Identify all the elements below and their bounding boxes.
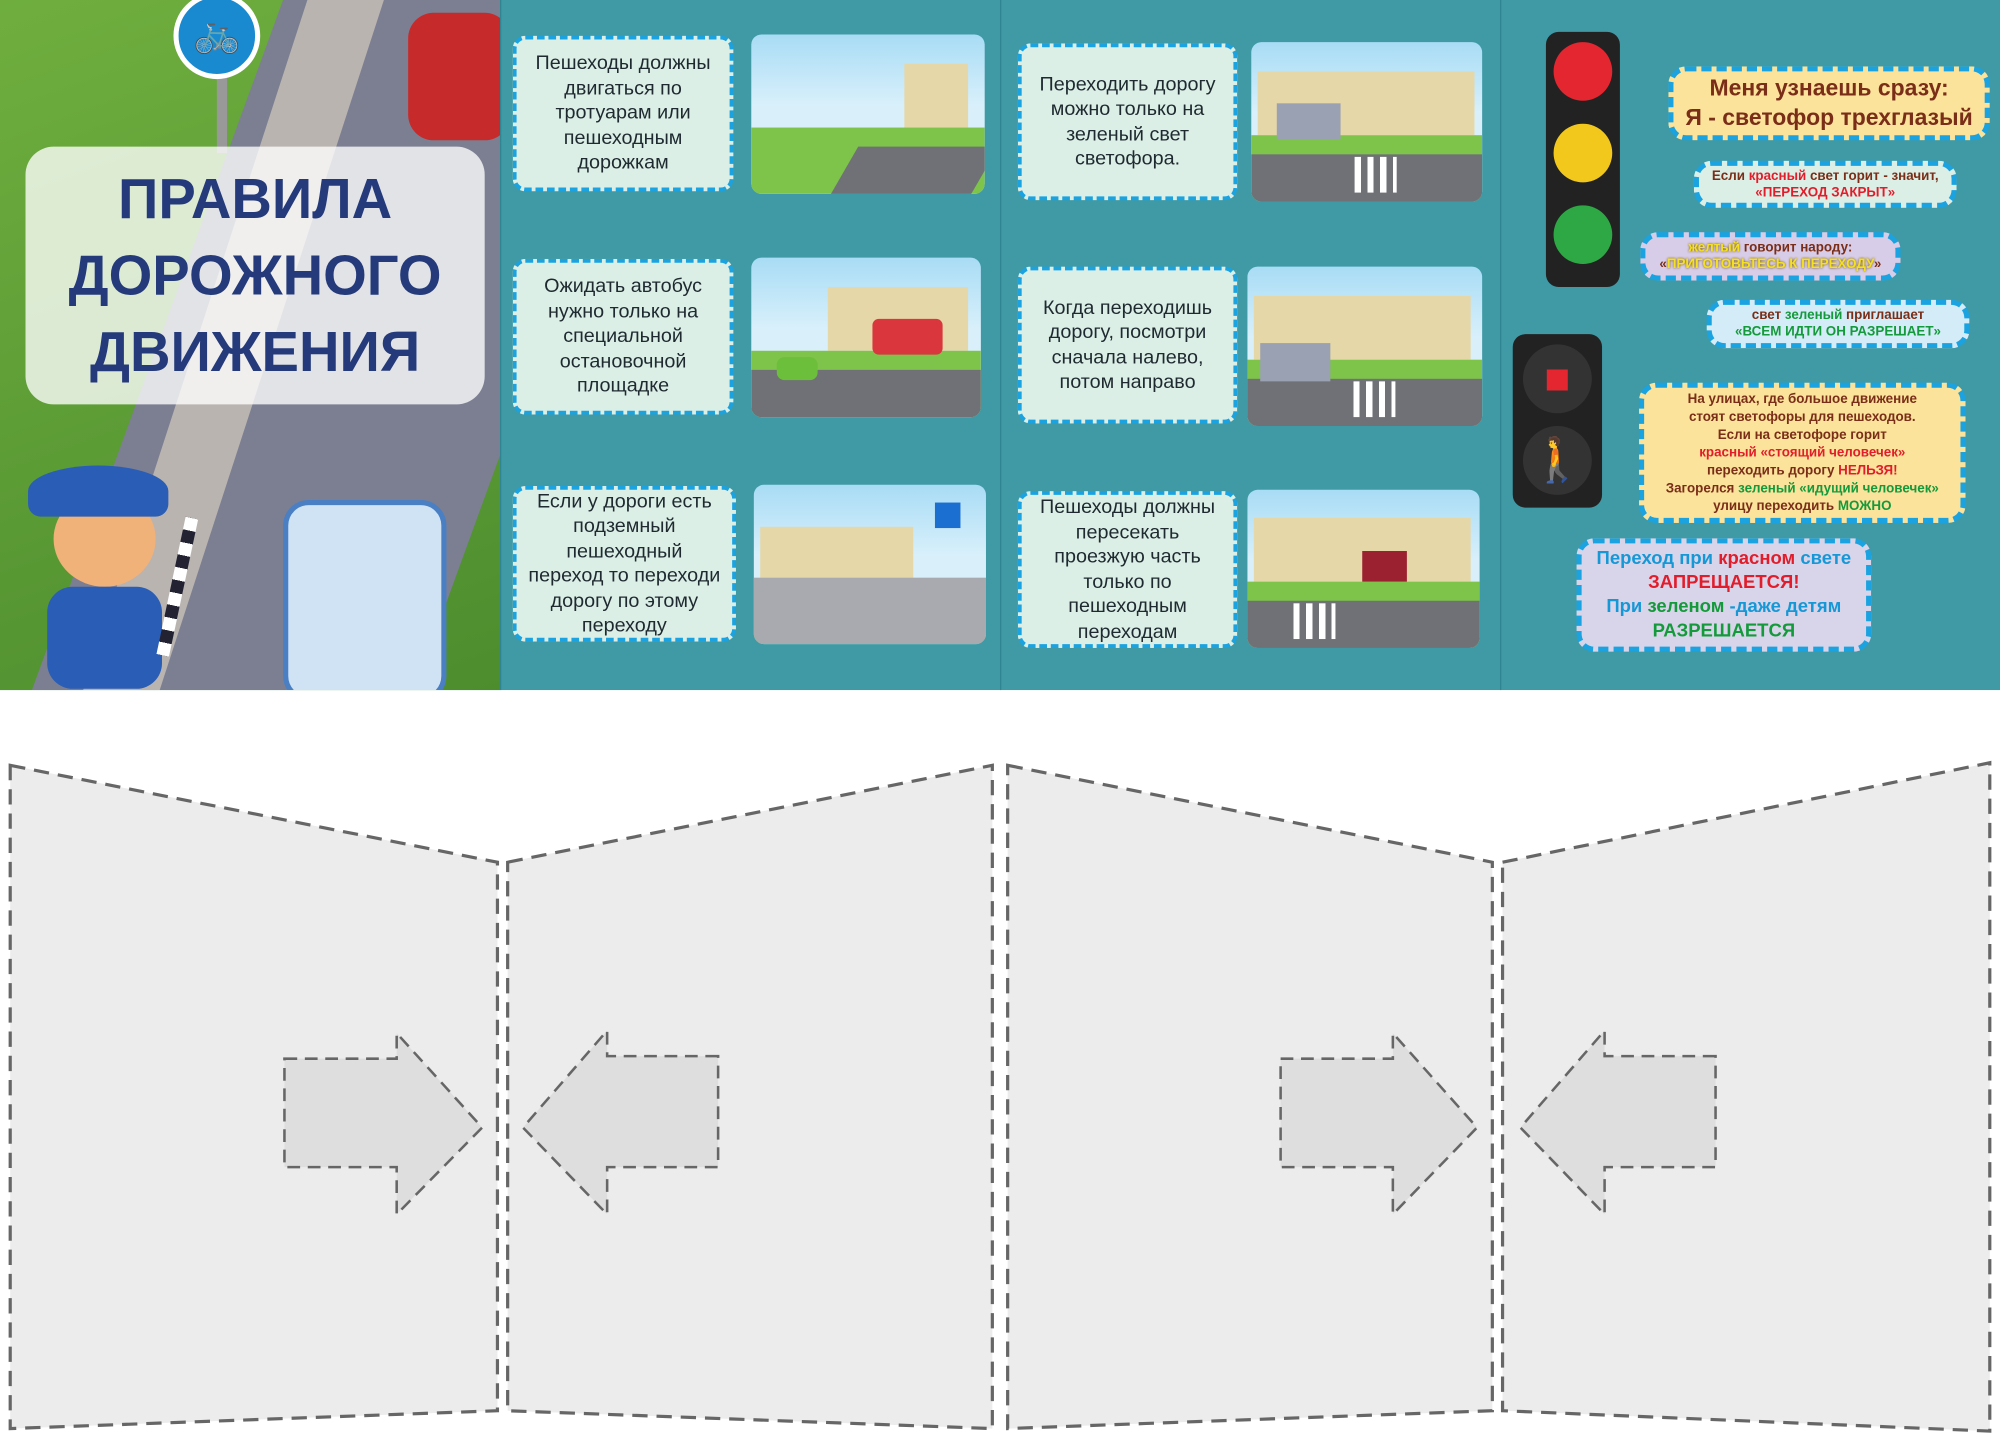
underpass-illustration <box>753 484 986 645</box>
text-span: На улицах, где большое движение <box>1687 391 1917 407</box>
text-span: » <box>1873 256 1882 272</box>
text-span: улицу переходить <box>1713 498 1838 515</box>
text-span: желтый <box>1688 239 1740 256</box>
text-span: Переход при <box>1596 547 1719 569</box>
red-rule-text: «ПЕРЕХОД ЗАКРЫТ» <box>1755 184 1896 200</box>
red-light-icon <box>1553 42 1613 101</box>
arrow-right-icon <box>1279 1029 1479 1218</box>
headline-line: Я - светофор трехглазый <box>1685 104 1973 131</box>
cover-panel: 🚲 ПРАВИЛА ДОРОЖНОГО ДВИЖЕНИЯ <box>0 0 500 691</box>
rule-card: Ожидать автобус нужно только на специаль… <box>512 258 734 415</box>
rule-text: Ожидать автобус нужно только на специаль… <box>544 275 703 398</box>
green-rule-box: свет зеленый приглашает «ВСЕМ ИДТИ ОН РА… <box>1706 299 1970 349</box>
zebra-crossing-illustration <box>1247 489 1480 648</box>
look-both-ways-illustration <box>1247 266 1483 427</box>
template-panel <box>8 763 500 1431</box>
text-span: Если <box>1711 167 1749 184</box>
text-span: ЗАПРЕЩАЕТСЯ! <box>1648 572 1800 593</box>
walking-person-icon: 🚶 <box>1522 426 1592 495</box>
policeman-mascot <box>15 440 199 689</box>
cover-title: ПРАВИЛА ДОРОЖНОГО ДВИЖЕНИЯ <box>25 146 485 405</box>
text-span: свет горит - значит, <box>1806 167 1939 184</box>
yellow-light-icon <box>1553 123 1613 183</box>
text-span: РАЗРЕШАЕТСЯ <box>1652 620 1796 641</box>
text-span: красном <box>1718 547 1796 569</box>
red-rule-box: Если красный свет горит - значит, «ПЕРЕХ… <box>1693 160 1957 208</box>
text-span: свете <box>1795 547 1852 569</box>
arrow-left-icon <box>1518 1027 1717 1218</box>
template-panel <box>1006 763 1494 1431</box>
text-span: стоят светофоры для пешеходов. <box>1688 409 1916 425</box>
bus-stop-illustration <box>751 257 981 418</box>
green-rule-text: «ВСЕМ ИДТИ ОН РАЗРЕШАЕТ» <box>1735 323 1941 340</box>
green-light-icon <box>1553 205 1613 265</box>
car-illustration <box>408 12 500 141</box>
text-span: ПРИГОТОВЬТЕСЬ К ПЕРЕХОДУ <box>1666 256 1874 272</box>
rule-text: Когда переходишь дорогу, посмотри сначал… <box>1043 296 1213 393</box>
text-span: говорит народу: <box>1739 239 1853 256</box>
van-illustration <box>283 499 447 691</box>
text-span: приглашает <box>1842 307 1925 323</box>
rule-text: Пешеходы должны пересекать проезжую част… <box>1039 496 1216 643</box>
sidewalk-illustration <box>751 34 985 194</box>
text-span: НЕЛЬЗЯ <box>1838 463 1894 479</box>
text-span: переходить дорогу <box>1706 463 1839 479</box>
yellow-rule-box: желтый говорит народу: «ПРИГОТОВЬТЕСЬ К … <box>1640 232 1901 281</box>
rule-text: Переходить дорогу можно только на зелены… <box>1039 73 1216 170</box>
text-span: « <box>1659 256 1667 272</box>
rule-card: Если у дороги есть подземный пешеходный … <box>512 485 736 642</box>
text-span: свет <box>1751 307 1785 323</box>
bicycle-icon: 🚲 <box>173 0 261 80</box>
text-span: красный <box>1748 167 1807 184</box>
text-span: Если на светофоре горит <box>1717 427 1887 443</box>
pedestrian-rule-box: На улицах, где большое движение стоят св… <box>1639 382 1966 523</box>
text-span: При <box>1606 596 1648 617</box>
pedestrian-light: ■ 🚶 <box>1512 334 1603 508</box>
text-span: зеленый «идущий человечек» <box>1738 480 1939 497</box>
text-span: ! <box>1893 463 1898 479</box>
text-span: зеленый <box>1784 307 1843 323</box>
template-panel <box>1500 760 1992 1433</box>
lapbook-print-band: 🚲 ПРАВИЛА ДОРОЖНОГО ДВИЖЕНИЯ Пешеходы до… <box>0 0 2000 691</box>
title-line: ДОРОЖНОГО <box>68 244 442 308</box>
rule-text: Если у дороги есть подземный пешеходный … <box>528 490 721 637</box>
rule-text: Пешеходы должны двигаться по тротуарам и… <box>535 52 711 174</box>
text-span: зеленом <box>1647 596 1725 617</box>
rule-card: Пешеходы должны пересекать проезжую част… <box>1017 491 1238 648</box>
rule-card: Когда переходишь дорогу, посмотри сначал… <box>1017 266 1238 424</box>
title-line: ДВИЖЕНИЯ <box>89 321 421 384</box>
rule-card: Пешеходы должны двигаться по тротуарам и… <box>512 35 734 192</box>
headline-box: Меня узнаешь сразу: Я - светофор трехгла… <box>1668 66 1990 141</box>
rule-card: Переходить дорогу можно только на зелены… <box>1017 43 1238 201</box>
text-span: -даже детям <box>1724 596 1842 617</box>
headline-line: Меня узнаешь сразу: <box>1709 75 1949 101</box>
template-panel <box>506 763 994 1431</box>
text-span: МОЖНО <box>1837 498 1892 515</box>
arrow-right-icon <box>283 1029 484 1218</box>
standing-person-icon: ■ <box>1522 344 1592 414</box>
arrow-left-icon <box>521 1027 720 1218</box>
title-line: ПРАВИЛА <box>118 168 393 231</box>
text-span: Загорелся <box>1665 480 1739 497</box>
traffic-light <box>1545 31 1620 287</box>
text-span: красный «стоящий человечек» <box>1699 445 1906 461</box>
green-light-crossing-illustration <box>1251 42 1483 202</box>
warning-box: Переход при красном свете ЗАПРЕЩАЕТСЯ! П… <box>1576 538 1872 652</box>
